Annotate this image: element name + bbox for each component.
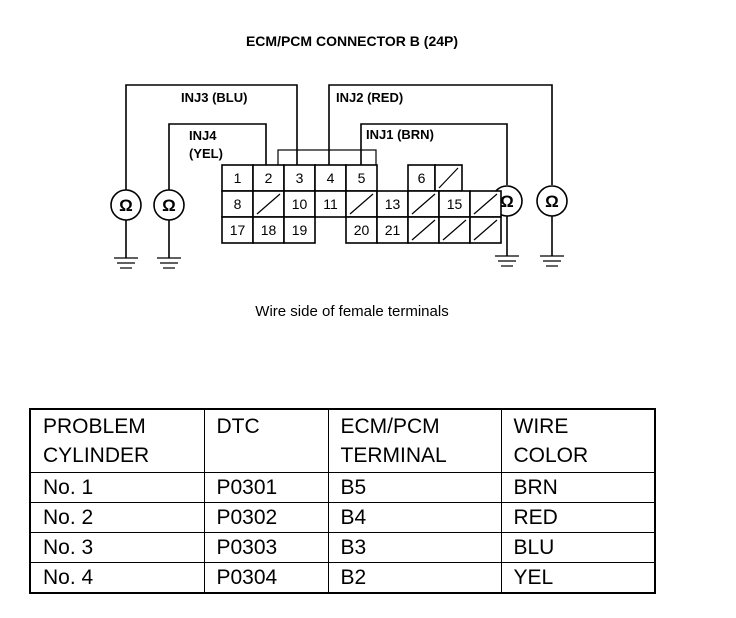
cell-dtc: P0302 — [203, 502, 329, 533]
table-row: No. 3 P0303 B3 BLU — [29, 532, 656, 563]
pin-label: 18 — [261, 222, 277, 238]
empty-cavity-slash — [473, 219, 498, 241]
cell-dtc: P0303 — [203, 532, 329, 563]
pin-label: 20 — [354, 222, 370, 238]
diagram-title: ECM/PCM CONNECTOR B (24P) — [246, 33, 458, 49]
pin-cavity — [221, 164, 254, 192]
label-inj4-line2: (YEL) — [189, 146, 223, 161]
wire-inj1 — [360, 123, 508, 185]
pin-label: 4 — [327, 170, 335, 186]
empty-cavity-slash — [349, 193, 374, 215]
pin-label: 17 — [230, 222, 246, 238]
ohmmeter-4: Ω — [536, 185, 568, 256]
empty-cavity-slash — [411, 193, 436, 215]
pin-cavity — [376, 190, 409, 218]
pin-cavity — [252, 216, 285, 244]
pin-label: 10 — [292, 196, 308, 212]
pin-label: 2 — [265, 170, 273, 186]
empty-cavity-slash — [438, 167, 459, 189]
ohmmeter-2: Ω — [153, 189, 185, 258]
pin-label: 21 — [385, 222, 401, 238]
label-inj4-line1: INJ4 — [189, 128, 217, 143]
ground-icon — [540, 255, 564, 267]
empty-cavity-slash — [256, 193, 281, 215]
cell-terminal: B4 — [327, 502, 502, 533]
pin-cavity — [221, 190, 254, 218]
pin-label: 5 — [358, 170, 366, 186]
cell-terminal: B3 — [327, 532, 502, 563]
cell-terminal: B2 — [327, 562, 502, 593]
cell-wire-color: YEL — [500, 562, 656, 593]
column-header-dtc: DTC — [203, 409, 329, 473]
pin-label: 6 — [418, 170, 426, 186]
ohm-icon: Ω — [500, 192, 514, 211]
ohm-icon: Ω — [119, 196, 133, 215]
label-inj1: INJ1 (BRN) — [366, 127, 434, 142]
table-row: No. 4 P0304 B2 YEL — [29, 562, 656, 593]
cell-dtc: P0304 — [203, 562, 329, 593]
cell-cylinder: No. 2 — [29, 502, 205, 533]
cell-wire-color: BRN — [500, 472, 656, 503]
wire-inj2 — [328, 84, 553, 185]
pin-label: 13 — [385, 196, 401, 212]
pin-label: 15 — [447, 196, 463, 212]
wire-inj3 — [125, 84, 298, 190]
pin-label: 3 — [296, 170, 304, 186]
pin-label: 8 — [234, 196, 242, 212]
ohm-icon: Ω — [162, 196, 176, 215]
pin-cavity — [314, 190, 347, 218]
pin-cavity — [407, 164, 436, 192]
empty-cavity-slash — [473, 193, 498, 215]
ground-icon — [495, 255, 519, 267]
empty-cavity-slash — [411, 219, 436, 241]
connector-diagram: ECM/PCM CONNECTOR B (24P) INJ3 (BLU) INJ… — [110, 33, 568, 320]
cell-wire-color: BLU — [500, 532, 656, 563]
cell-terminal: B5 — [327, 472, 502, 503]
table-row: No. 2 P0302 B4 RED — [29, 502, 656, 533]
wire-inj4 — [168, 123, 267, 190]
diagram-caption: Wire side of female terminals — [255, 303, 448, 320]
ohmmeter-1: Ω — [110, 189, 142, 258]
ohm-icon: Ω — [545, 192, 559, 211]
pin-label: 11 — [323, 196, 338, 212]
cell-wire-color: RED — [500, 502, 656, 533]
connector-b: 1 2 3 4 5 6 8 10 11 13 15 17 18 19 20 21 — [221, 149, 502, 244]
pin-cavity — [283, 164, 316, 192]
pin-cavity — [283, 216, 316, 244]
pin-cavity — [345, 164, 378, 192]
pin-label: 19 — [292, 222, 308, 238]
ground-icon — [114, 257, 138, 269]
pin-cavity — [376, 216, 409, 244]
pin-cavity — [221, 216, 254, 244]
cell-cylinder: No. 3 — [29, 532, 205, 563]
cell-cylinder: No. 4 — [29, 562, 205, 593]
ground-icon — [157, 257, 181, 269]
label-inj3: INJ3 (BLU) — [181, 90, 247, 105]
empty-cavity-slash — [442, 219, 467, 241]
table-row: No. 1 P0301 B5 BRN — [29, 472, 656, 503]
cell-cylinder: No. 1 — [29, 472, 205, 503]
cell-dtc: P0301 — [203, 472, 329, 503]
pin-label: 1 — [234, 170, 242, 186]
label-inj2: INJ2 (RED) — [336, 90, 403, 105]
